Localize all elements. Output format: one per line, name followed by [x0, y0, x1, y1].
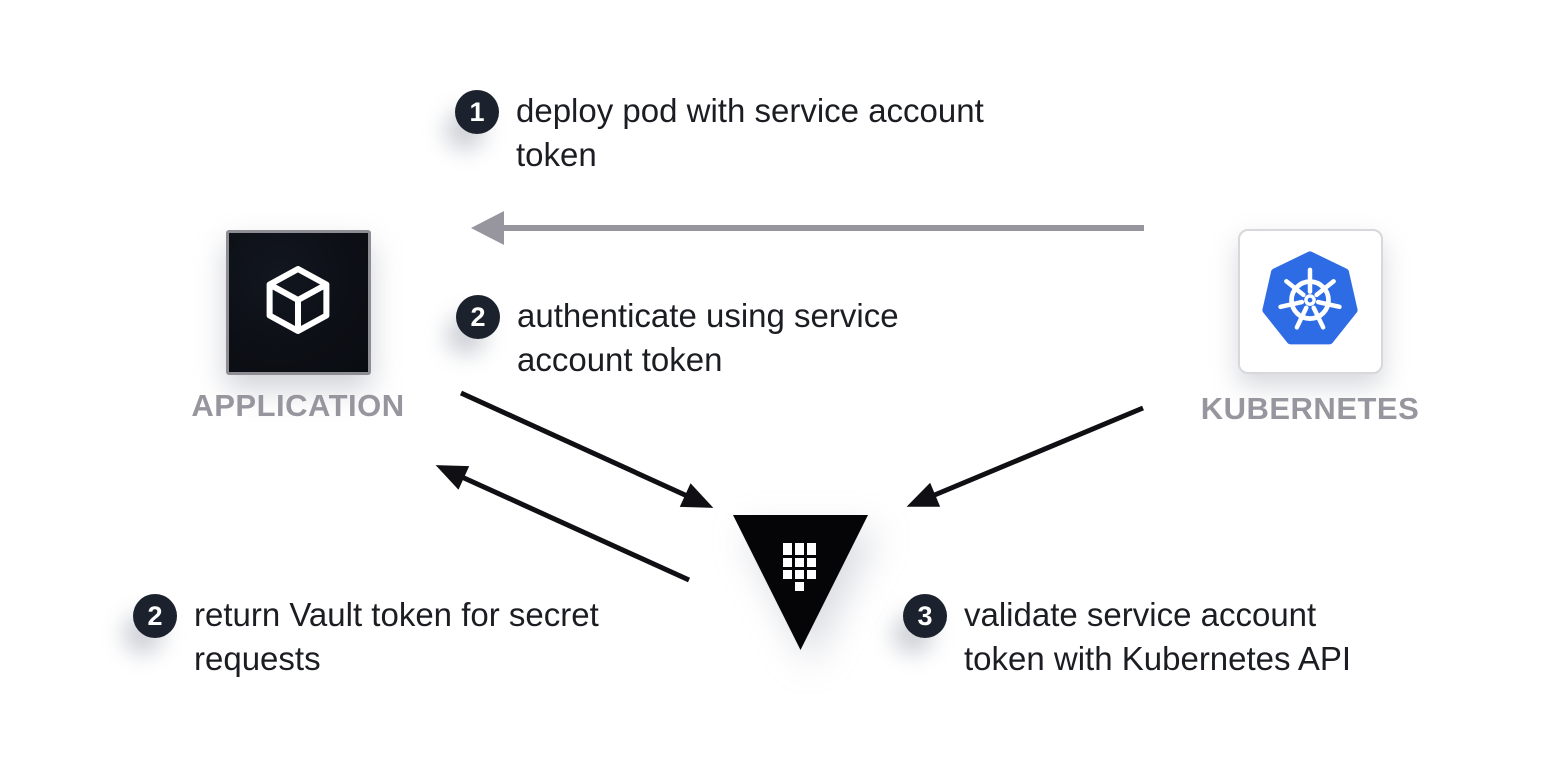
- kubernetes-node: KUBERNETES: [1172, 229, 1448, 427]
- kubernetes-helm-icon: [1254, 243, 1366, 360]
- step-1-badge: 1: [455, 90, 499, 134]
- step-3-text: validate service account token with Kube…: [964, 596, 1352, 677]
- step-2-text: authenticate using service account token: [517, 297, 899, 378]
- step-authenticate: 2 authenticate using service account tok…: [456, 295, 899, 382]
- vault-triangle-icon: [726, 506, 876, 656]
- return-token-arrow: [435, 465, 691, 583]
- application-node: APPLICATION: [160, 230, 436, 424]
- step-2-badge: 2: [456, 295, 500, 339]
- application-icon-box: [225, 230, 371, 375]
- step-validate-token: 3 validate service account token with Ku…: [903, 594, 1351, 681]
- step-1-text: deploy pod with service account token: [516, 92, 984, 173]
- step-2b-text: return Vault token for secret requests: [194, 596, 599, 677]
- application-label: APPLICATION: [191, 388, 405, 423]
- step-deploy-pod: 1 deploy pod with service account token: [455, 90, 984, 177]
- step-2b-badge: 2: [133, 594, 177, 638]
- step-return-vault-token: 2 return Vault token for secret requests: [133, 594, 599, 681]
- validate-arrow: [906, 405, 1144, 507]
- step-3-badge: 3: [903, 594, 947, 638]
- authenticate-arrow: [459, 390, 714, 508]
- kubernetes-label: KUBERNETES: [1200, 391, 1420, 426]
- cube-icon: [255, 257, 341, 348]
- kubernetes-icon-box: [1237, 229, 1383, 374]
